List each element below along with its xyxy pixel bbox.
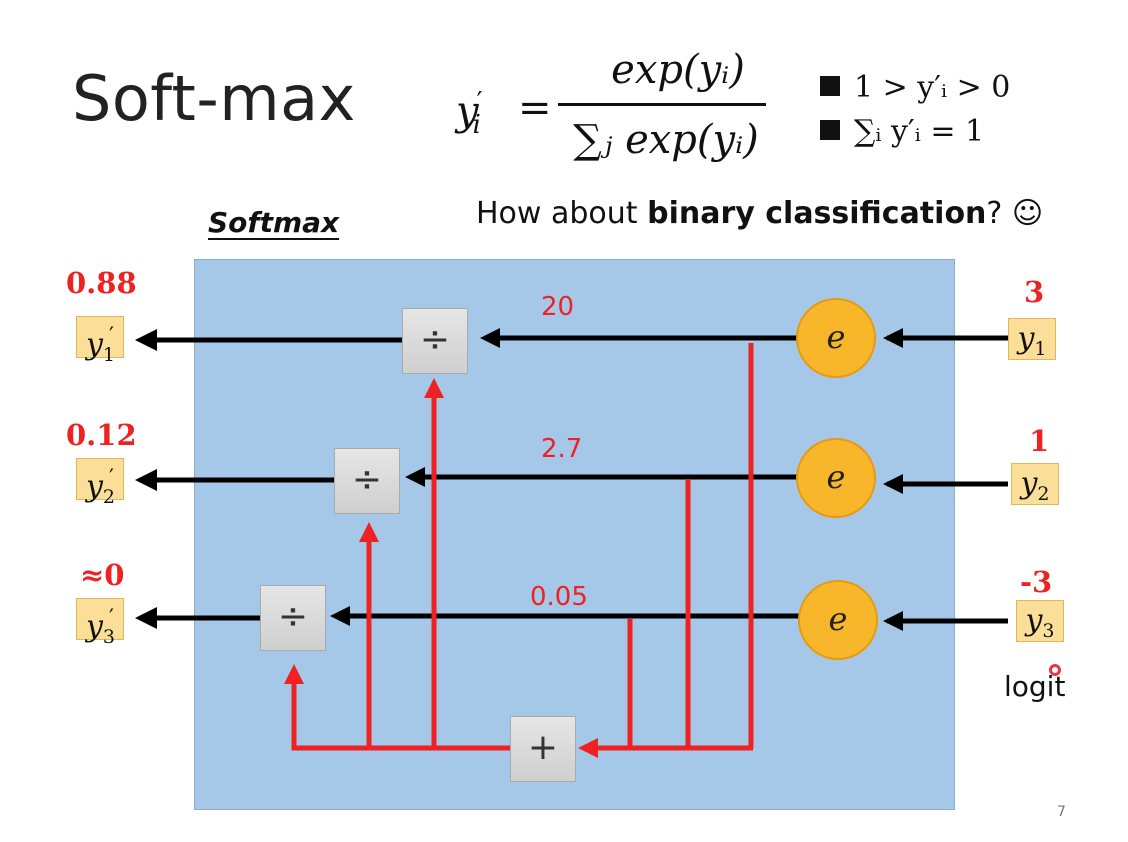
input-value-1: 3 (1024, 275, 1045, 309)
input-label-1: y1 (1008, 318, 1056, 360)
fraction-bar (558, 103, 766, 106)
exp-node-1: e (796, 298, 876, 378)
exp-value-2: 2.7 (541, 434, 583, 464)
property-sum: ∑ᵢ y′ᵢ = 1 (820, 110, 1010, 154)
input-label-3: y3 (1016, 600, 1064, 642)
slide-title: Soft-max (72, 62, 356, 135)
black-arrows (145, 335, 1008, 624)
input-value-2: 1 (1029, 424, 1050, 458)
sum-node: + (510, 716, 576, 782)
property-range: 1 > y′ᵢ > 0 (820, 66, 1010, 110)
divide-node-2: ÷ (334, 448, 400, 514)
exp-value-1: 20 (541, 292, 575, 322)
softmax-label: Softmax (208, 206, 340, 239)
formula-numerator: exp(yᵢ) (611, 47, 745, 93)
output-value-1: 0.88 (66, 266, 137, 300)
red-arrowheads (284, 378, 598, 758)
formula-equals: = (518, 85, 552, 131)
exp-value-3: 0.05 (530, 582, 588, 612)
formula-denominator: ∑ⱼ exp(yᵢ) (573, 117, 759, 163)
exp-node-2: e (796, 438, 876, 518)
softmax-properties: 1 > y′ᵢ > 0 ∑ᵢ y′ᵢ = 1 (820, 66, 1010, 154)
output-label-3: y3′ (76, 598, 124, 648)
input-value-3: -3 (1020, 565, 1053, 599)
divide-node-3: ÷ (260, 585, 326, 651)
black-arrowheads (135, 328, 903, 631)
input-label-2: y2 (1011, 463, 1059, 505)
formula-lhs: y′i (456, 87, 483, 141)
red-wires (291, 343, 754, 751)
page-number: 7 (1057, 804, 1066, 820)
cursor-pointer-icon (1049, 664, 1061, 676)
output-label-1: y1′ (76, 316, 124, 366)
output-value-3: ≈0 (80, 558, 125, 592)
output-value-2: 0.12 (66, 418, 137, 452)
exp-node-3: e (798, 580, 878, 660)
divide-node-1: ÷ (402, 308, 468, 374)
bullet-square-icon (820, 76, 840, 96)
bullet-square-icon (820, 120, 840, 140)
softmax-formula: y′i = exp(yᵢ) ∑ⱼ exp(yᵢ) (448, 45, 788, 175)
output-label-2: y2′ (76, 458, 124, 508)
logit-label: logit (1004, 670, 1066, 703)
binary-question: How about binary classification? ☺ (476, 196, 1044, 231)
